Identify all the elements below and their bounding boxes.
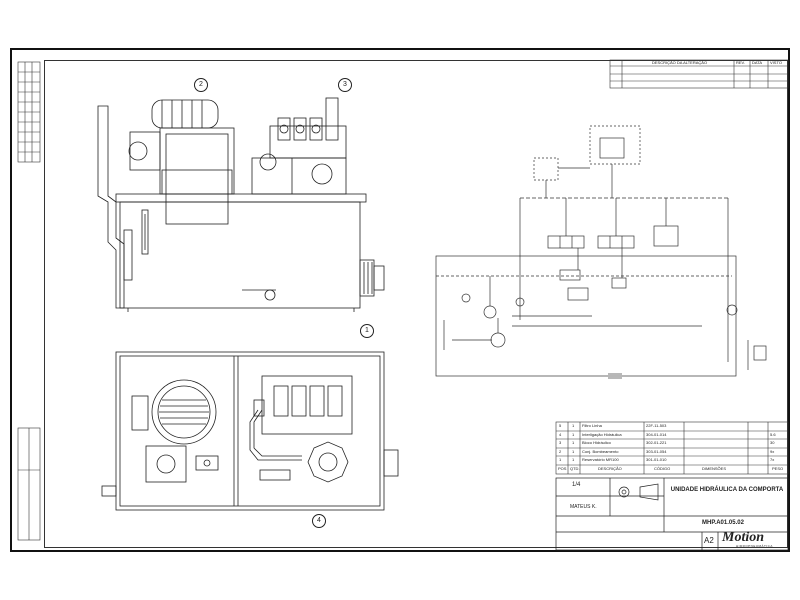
bom-cell-qty: 1 xyxy=(572,448,575,454)
motor-bell-housing xyxy=(159,127,235,195)
drawing-frame xyxy=(44,60,788,548)
bom-cell-pos: 2 xyxy=(559,448,562,454)
bom-cell-desc: Bloco Hidráulico xyxy=(582,440,611,445)
top-side-filter xyxy=(383,449,399,477)
scale-value: 1/4 xyxy=(572,482,581,488)
bom-header-weight: PESO xyxy=(772,466,784,471)
directional-valve-1 xyxy=(547,235,585,249)
top-view xyxy=(101,351,399,511)
left-revision-strip xyxy=(17,61,41,541)
top-valve-manifold xyxy=(261,375,353,435)
bom-cell-desc: Conj. Bombeamento xyxy=(582,448,619,454)
rev-header-rev: REV. xyxy=(736,60,745,65)
title-block-grid xyxy=(555,477,789,551)
rev-header-date: DATA xyxy=(752,60,763,65)
bom-cell-weight: 30 xyxy=(770,440,775,445)
balloon-4: 4 xyxy=(312,514,326,528)
bom-cell-weight: 7x xyxy=(770,457,775,462)
balloon-1: 1 xyxy=(360,324,374,338)
bom-cell-qty: 1 xyxy=(572,440,575,445)
bom-header-qty: QTD. xyxy=(570,466,580,471)
tank-top-plate xyxy=(115,351,385,511)
sheet-size: A2 xyxy=(704,536,714,545)
drawing-title: UNIDADE HIDRÁULICA DA COMPORTA xyxy=(670,487,784,493)
brand-subtitle: HIDROPNEUMÁTICA xyxy=(736,544,773,548)
bom-header-pos: POS xyxy=(558,466,567,471)
pump-symbol xyxy=(483,305,497,319)
bom-cell-weight: 9x xyxy=(770,448,775,454)
bom-cell-pos: 5 xyxy=(559,423,562,428)
bom-cell-code: 303-01-054 xyxy=(646,448,667,454)
bom-table-grid xyxy=(555,421,789,475)
rev-header-visto: VISTO xyxy=(770,60,782,65)
bom-cell-desc: Reservatório MR100 xyxy=(582,457,619,462)
drawing-number: MHP.A01.05.02 xyxy=(702,520,744,526)
bom-cell-code: 22F-11-503 xyxy=(646,423,667,428)
schematic-tank-outline xyxy=(435,255,737,377)
drawing-sheet: 2 3 1 4 DESCRIÇÃO DA ALTERAÇÃO REV. DATA… xyxy=(10,48,790,552)
directional-valve-2 xyxy=(597,235,635,249)
bom-cell-qty: 1 xyxy=(572,457,575,462)
bom-cell-pos: 4 xyxy=(559,431,562,437)
return-pipe xyxy=(97,105,125,309)
hydraulic-schematic xyxy=(435,125,767,379)
tank-lid xyxy=(115,193,367,203)
bom-header-code: CÓDIGO xyxy=(654,466,671,471)
reservoir-tank xyxy=(119,201,361,309)
bom-cell-code: 301-01-010 xyxy=(646,457,667,462)
projection-symbol-icon xyxy=(618,483,659,501)
level-gauge xyxy=(141,209,149,255)
bom-header-dims: DIMENSÕES xyxy=(702,466,727,471)
drawn-by: MATEUS K. xyxy=(570,504,597,510)
front-view xyxy=(97,97,385,312)
motor-fan xyxy=(151,379,217,445)
brand-logo: Motion xyxy=(722,530,765,545)
bom-cell-code: 304-01-014 xyxy=(646,431,667,437)
bom-cell-desc: Filtro Linha xyxy=(582,423,602,428)
balloon-2: 2 xyxy=(194,78,208,92)
balloon-3: 3 xyxy=(338,78,352,92)
bom-cell-qty: 1 xyxy=(572,423,575,428)
rev-header-description: DESCRIÇÃO DA ALTERAÇÃO xyxy=(652,60,708,65)
bom-cell-desc: Interligação Hidráulica xyxy=(582,431,622,437)
bom-header-desc: DESCRIÇÃO xyxy=(598,466,622,471)
bom-cell-pos: 3 xyxy=(559,440,562,445)
revision-table xyxy=(609,59,789,89)
bom-cell-qty: 1 xyxy=(572,431,575,437)
valve-block xyxy=(269,125,347,159)
drawing-canvas xyxy=(17,59,789,551)
bom-cell-weight: 5.6 xyxy=(770,431,776,437)
bom-cell-code: 302-01-221 xyxy=(646,440,667,445)
line-filter xyxy=(307,441,349,483)
bom-cell-pos: 1 xyxy=(559,457,562,462)
